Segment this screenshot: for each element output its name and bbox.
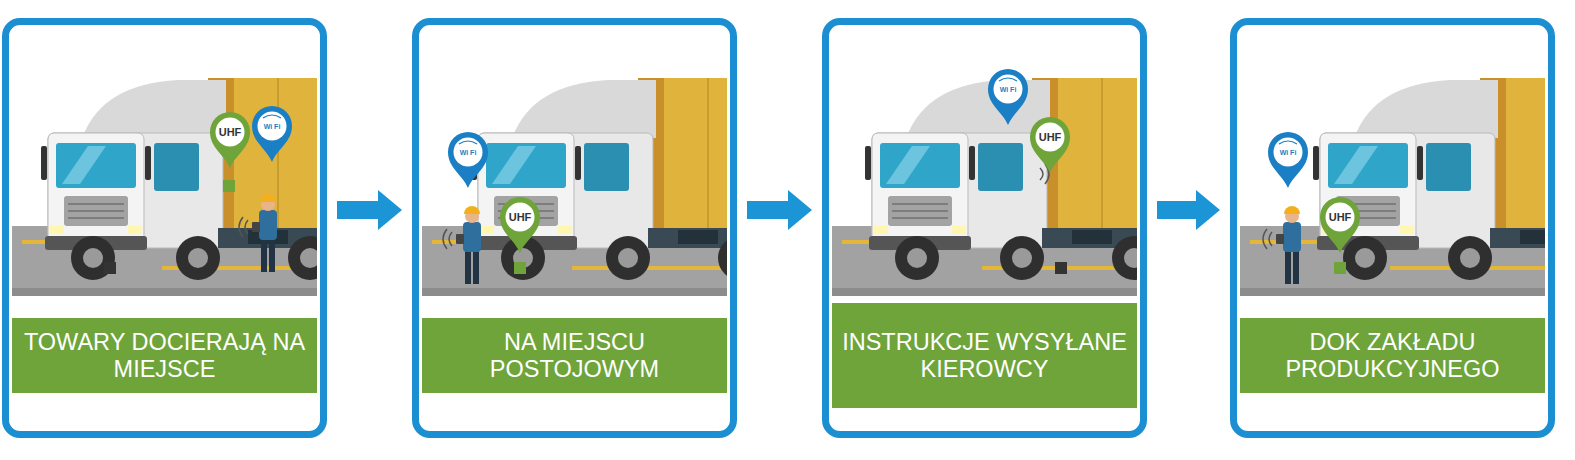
wifi-tag: Wi Fi — [1280, 149, 1297, 156]
wifi-tag: Wi Fi — [264, 123, 281, 130]
step-panel: TOWARY DOCIERAJĄ NA MIEJSCE — [2, 18, 327, 438]
step-caption: NA MIEJSCU POSTOJOWYM — [422, 329, 727, 382]
truck-scene — [422, 78, 727, 296]
caption-band: NA MIEJSCU POSTOJOWYM — [422, 318, 727, 393]
uhf-tag: UHF — [509, 212, 532, 223]
caption-band: TOWARY DOCIERAJĄ NA MIEJSCE — [12, 318, 317, 393]
flow-arrow — [337, 201, 378, 219]
truck-scene — [832, 69, 1137, 296]
caption-band: DOK ZAKŁADU PRODUKCYJNEGO — [1240, 318, 1545, 393]
uhf-tag: UHF — [219, 127, 242, 138]
wifi-tag: Wi Fi — [460, 149, 477, 156]
step-caption: TOWARY DOCIERAJĄ NA MIEJSCE — [12, 329, 317, 382]
step-panel: INSTRUKCJE WYSYŁANE KIEROWCY — [822, 18, 1147, 438]
step-caption: INSTRUKCJE WYSYŁANE KIEROWCY — [832, 329, 1137, 382]
truck-scene — [12, 78, 317, 296]
step-panel: NA MIEJSCU POSTOJOWYM — [412, 18, 737, 438]
flow-arrow — [747, 201, 788, 219]
wifi-tag: Wi Fi — [1000, 86, 1017, 93]
caption-band: INSTRUKCJE WYSYŁANE KIEROWCY — [832, 303, 1137, 408]
truck-scene — [1240, 78, 1545, 296]
step-panel: DOK ZAKŁADU PRODUKCYJNEGO — [1230, 18, 1555, 438]
step-caption: DOK ZAKŁADU PRODUKCYJNEGO — [1240, 329, 1545, 382]
uhf-tag: UHF — [1039, 132, 1062, 143]
flow-arrow — [1157, 201, 1196, 219]
uhf-tag: UHF — [1329, 212, 1352, 223]
